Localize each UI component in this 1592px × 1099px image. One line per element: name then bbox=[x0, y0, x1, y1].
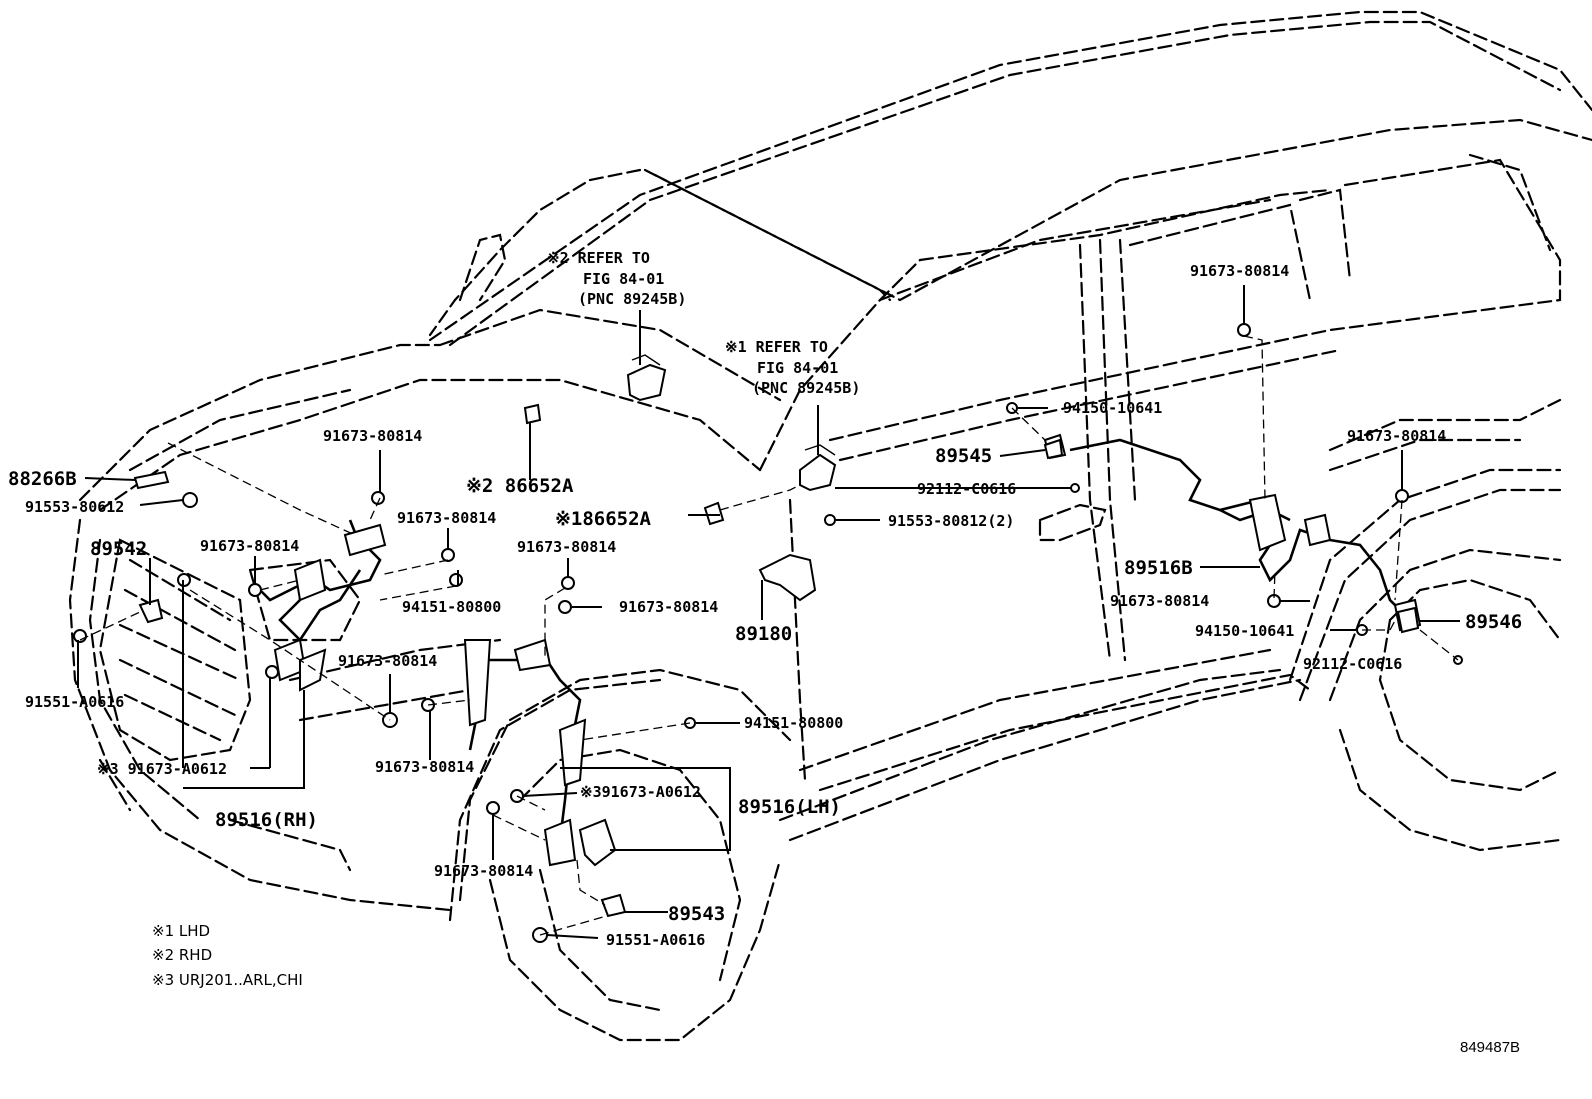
legend: ※1 LHD ※2 RHD ※3 URJ201..ARL,CHI bbox=[152, 922, 303, 989]
label-91673-A0612-rh: ※3 91673-A0612 bbox=[97, 760, 227, 778]
label-89516B: 89516B bbox=[1124, 557, 1193, 579]
ref-lhd-line3: (PNC 89245B) bbox=[752, 379, 860, 397]
ref-lhd-line1: ※1 REFER TO bbox=[725, 338, 828, 356]
label-91553-80812: 91553-80812(2) bbox=[888, 512, 1014, 530]
label-91673-80814-h: 91673-80814 bbox=[434, 862, 533, 880]
ref-rhd-line2: FIG 84-01 bbox=[583, 270, 664, 288]
label-94150-10641-b: 94150-10641 bbox=[1195, 622, 1294, 640]
legend-rhd: ※2 RHD bbox=[152, 946, 212, 964]
label-94151-80800-b: 94151-80800 bbox=[744, 714, 843, 732]
label-86652A-rhd: ※2 86652A bbox=[466, 475, 574, 497]
legend-urj201: ※3 URJ201..ARL,CHI bbox=[152, 971, 303, 989]
label-89546: 89546 bbox=[1465, 611, 1522, 633]
label-86652A-lhd: ※186652A bbox=[555, 508, 652, 530]
label-91673-80814-c: 91673-80814 bbox=[397, 509, 496, 527]
label-91551-A0616-front: 91551-A0616 bbox=[25, 693, 124, 711]
label-89545: 89545 bbox=[935, 445, 992, 467]
ref-rhd-line1: ※2 REFER TO bbox=[547, 249, 650, 267]
label-91673-80814-f: 91673-80814 bbox=[517, 538, 616, 556]
label-91673-80814-g: 91673-80814 bbox=[619, 598, 718, 616]
sensor-brackets bbox=[133, 354, 1420, 918]
label-89516-lh: 89516(LH) bbox=[738, 796, 841, 818]
label-89542: 89542 bbox=[90, 538, 147, 560]
vehicle-outline bbox=[68, 10, 1592, 1042]
label-91673-80814-rw: 91673-80814 bbox=[1347, 427, 1446, 445]
label-94151-80800-a: 94151-80800 bbox=[402, 598, 501, 616]
reference-notes: ※2 REFER TO FIG 84-01 (PNC 89245B) ※1 RE… bbox=[547, 249, 860, 397]
label-92112-C0616-a: 92112-C0616 bbox=[917, 480, 1016, 498]
label-88266B: 88266B bbox=[8, 468, 77, 490]
legend-lhd: ※1 LHD bbox=[152, 922, 210, 940]
label-92112-C0616-b: 92112-C0616 bbox=[1303, 655, 1402, 673]
label-91673-80814-rr: 91673-80814 bbox=[1110, 592, 1209, 610]
label-89516-rh: 89516(RH) bbox=[215, 809, 318, 831]
label-91673-80814-e: 91673-80814 bbox=[375, 758, 474, 776]
label-91673-80814-d: 91673-80814 bbox=[338, 652, 437, 670]
part-labels: 88266B 91553-80612 89542 91551-A0616 ※3 … bbox=[8, 262, 1522, 949]
ref-lhd-line2: FIG 84-01 bbox=[757, 359, 838, 377]
leader-lines bbox=[77, 285, 1460, 939]
label-91551-A0616-bottom: 91551-A0616 bbox=[606, 931, 705, 949]
label-91673-A0612-lh: ※391673-A0612 bbox=[580, 783, 701, 801]
label-89180: 89180 bbox=[735, 623, 792, 645]
label-89543: 89543 bbox=[668, 903, 725, 925]
label-91673-80814-b: 91673-80814 bbox=[200, 537, 299, 555]
label-94150-10641-a: 94150-10641 bbox=[1063, 399, 1162, 417]
label-91673-80814-a: 91673-80814 bbox=[323, 427, 422, 445]
figure-code: 849487B bbox=[1460, 1039, 1520, 1056]
ref-rhd-line3: (PNC 89245B) bbox=[578, 290, 686, 308]
label-91553-80612: 91553-80612 bbox=[25, 498, 124, 516]
label-91673-80814-top: 91673-80814 bbox=[1190, 262, 1289, 280]
